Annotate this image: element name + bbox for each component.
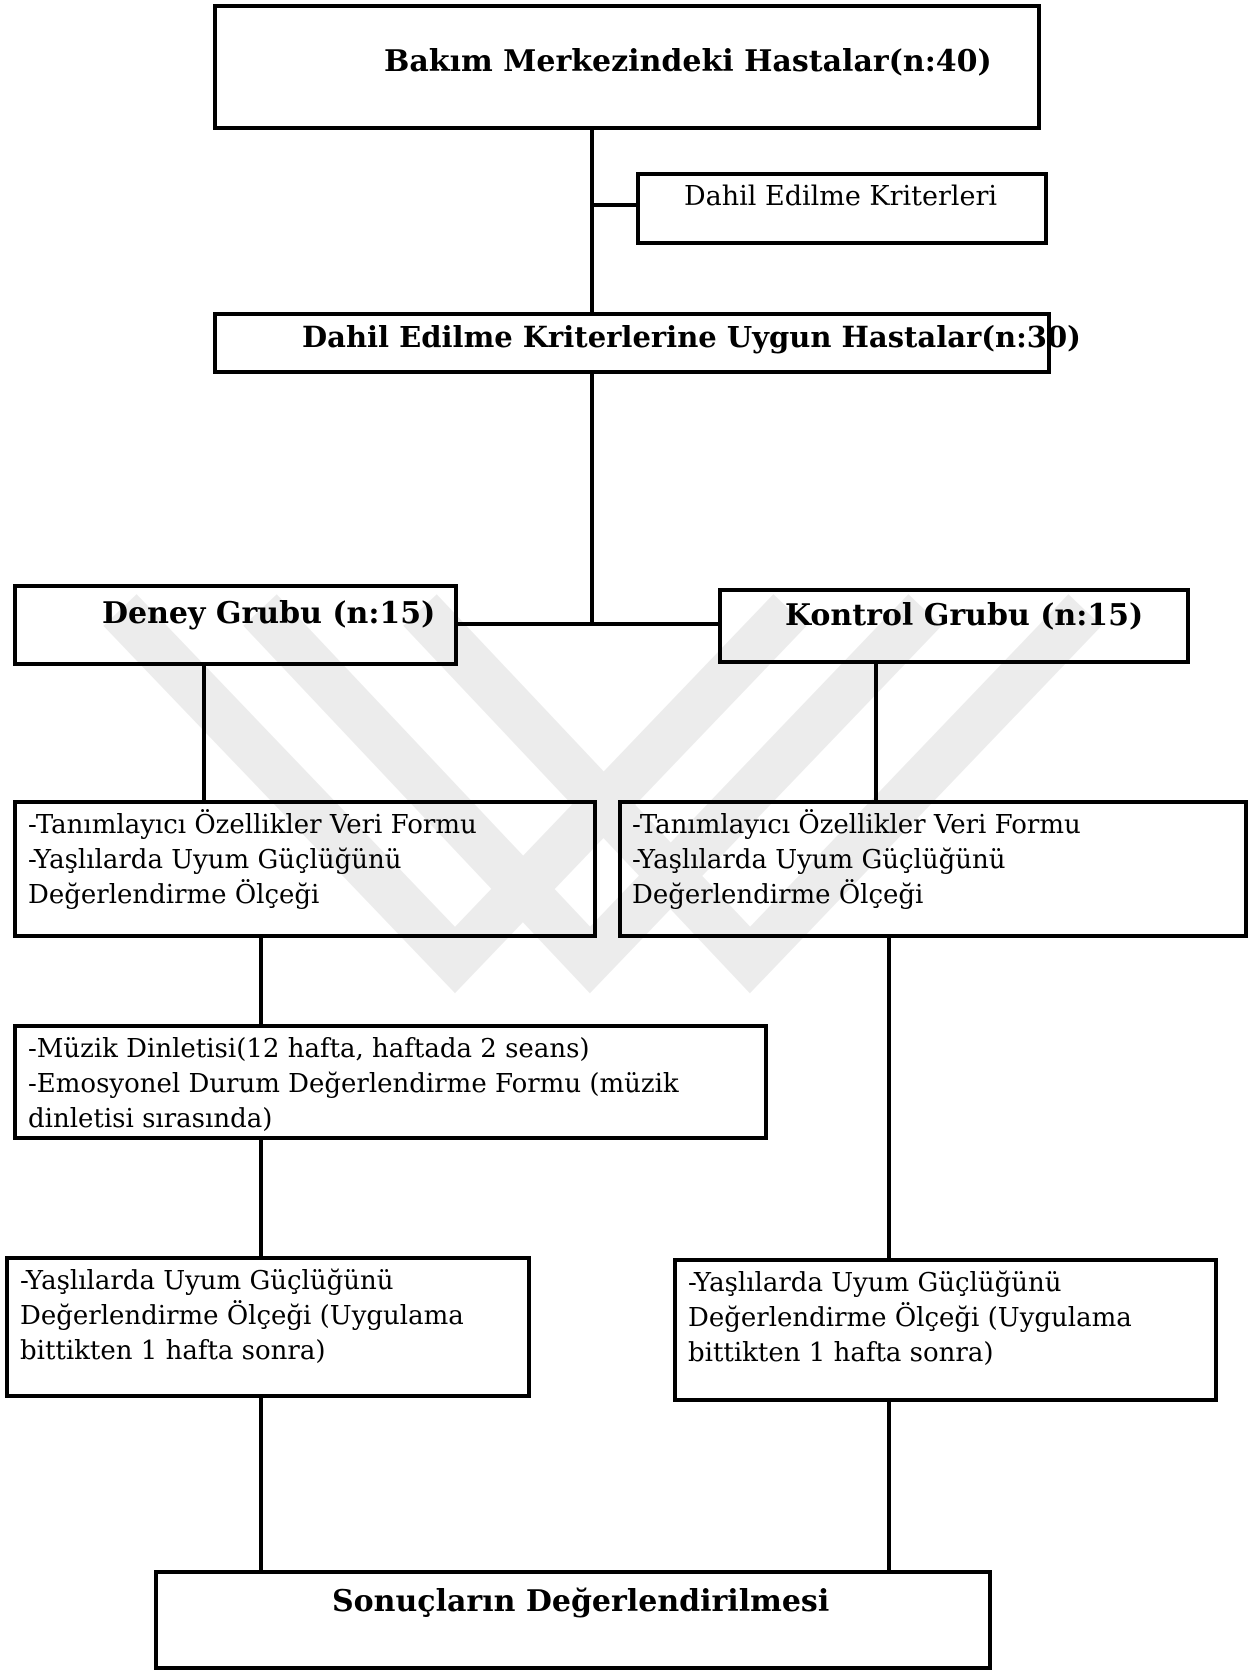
- intervention-line-2: -Emosyonel Durum Değerlendirme Formu (mü…: [28, 1069, 679, 1099]
- connector-top-to-eligible: [590, 126, 594, 314]
- connector-pre-to-intervention: [259, 934, 263, 1026]
- node-eligible-box: [213, 312, 1051, 374]
- node-experiment-group-label: Deney Grubu (n:15): [102, 596, 436, 631]
- node-control-post-box: [673, 1258, 1218, 1402]
- node-experiment-post-box: [5, 1256, 531, 1398]
- connector-control-to-pre: [874, 660, 878, 800]
- node-results-label: Sonuçların Değerlendirilmesi: [332, 1584, 830, 1619]
- connector-control-post-to-results: [887, 1398, 891, 1572]
- control-post-line-2: Değerlendirme Ölçeği (Uygulama: [688, 1303, 1132, 1333]
- node-inclusion-box: [636, 172, 1048, 245]
- connector-intervention-to-post: [259, 1136, 263, 1258]
- connector-to-inclusion: [590, 203, 636, 207]
- connector-split-horizontal: [456, 622, 718, 626]
- intervention-line-1: -Müzik Dinletisi(12 hafta, haftada 2 sea…: [28, 1034, 590, 1064]
- node-control-group-label: Kontrol Grubu (n:15): [785, 598, 1144, 633]
- node-control-pre-box: [618, 800, 1248, 938]
- connector-control-pre-to-post: [887, 934, 891, 1260]
- control-pre-line-3: Değerlendirme Ölçeği: [632, 880, 924, 910]
- intervention-line-3: dinletisi sırasında): [28, 1104, 273, 1134]
- experiment-post-line-3: bittikten 1 hafta sonra): [20, 1336, 326, 1366]
- experiment-post-line-2: Değerlendirme Ölçeği (Uygulama: [20, 1301, 464, 1331]
- control-post-line-1: -Yaşlılarda Uyum Güçlüğünü: [688, 1268, 1062, 1298]
- connector-eligible-to-split: [590, 370, 594, 626]
- experiment-pre-line-2: -Yaşlılarda Uyum Güçlüğünü: [28, 845, 402, 875]
- control-pre-line-2: -Yaşlılarda Uyum Güçlüğünü: [632, 845, 1006, 875]
- experiment-post-line-1: -Yaşlılarda Uyum Güçlüğünü: [20, 1266, 394, 1296]
- node-top-box: [213, 4, 1041, 130]
- node-experiment-group-box: [13, 584, 458, 666]
- connector-experiment-to-pre: [202, 662, 206, 802]
- node-control-group-box: [718, 588, 1190, 664]
- node-top-label: Bakım Merkezindeki Hastalar(n:40): [384, 44, 992, 79]
- control-pre-line-1: -Tanımlayıcı Özellikler Veri Formu: [632, 810, 1081, 840]
- node-inclusion-label: Dahil Edilme Kriterleri: [684, 181, 998, 212]
- node-intervention-box: [13, 1024, 768, 1140]
- experiment-pre-line-1: -Tanımlayıcı Özellikler Veri Formu: [28, 810, 477, 840]
- node-experiment-pre-box: [13, 800, 597, 938]
- control-post-line-3: bittikten 1 hafta sonra): [688, 1338, 994, 1368]
- connector-experiment-post-to-results: [259, 1394, 263, 1572]
- experiment-pre-line-3: Değerlendirme Ölçeği: [28, 880, 320, 910]
- node-eligible-label: Dahil Edilme Kriterlerine Uygun Hastalar…: [302, 320, 1081, 354]
